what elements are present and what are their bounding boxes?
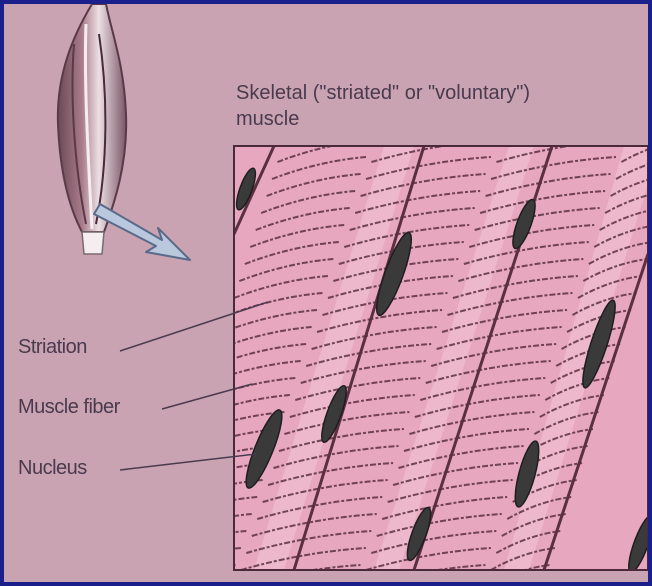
striated-tissue-panel [141,140,648,582]
title-line-2: muscle [236,106,636,132]
nucleus-label: Nucleus [18,457,87,480]
striation-band [152,531,246,553]
muscle-fiber-label: Muscle fiber [18,396,120,419]
pointer-arrow [94,204,190,260]
striation-label: Striation [18,336,87,359]
diagram-frame: Skeletal ("striated" or "voluntary") mus… [4,4,648,582]
striation-band [147,548,241,570]
title-line-1: Skeletal ("striated" or "voluntary") [236,80,636,106]
striation-band [141,565,235,582]
diagram-title: Skeletal ("striated" or "voluntary") mus… [236,80,636,132]
